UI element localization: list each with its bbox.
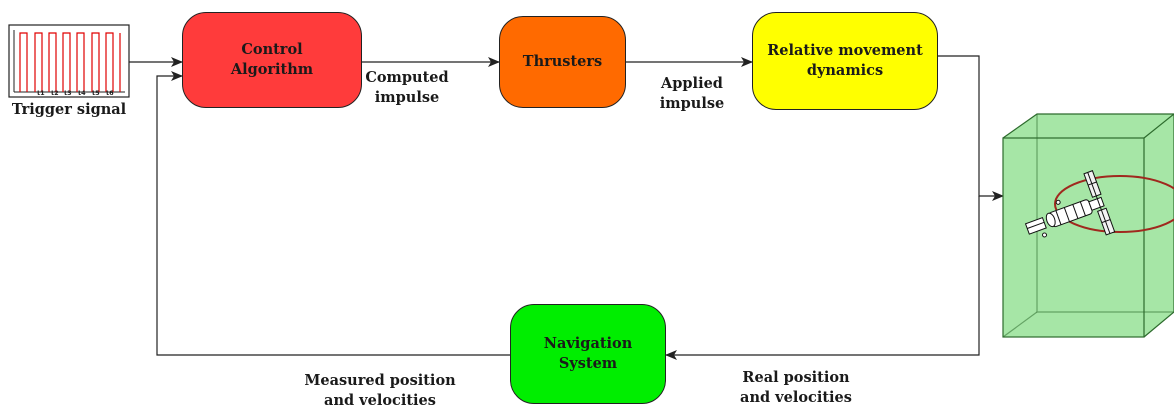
arrow-navigation-to-control	[156, 71, 510, 356]
arrow-satellite-to-navigation	[665, 196, 980, 360]
satellite-environment	[1002, 113, 1174, 338]
control-algorithm-block: Control Algorithm	[182, 12, 362, 108]
orbit-path	[1054, 175, 1174, 233]
applied-impulse-label: Applied impulse	[659, 75, 725, 112]
trigger-pulse-train	[19, 32, 121, 92]
trigger-signal-plot: t1 t2 t3 t4 t5 t6	[8, 24, 130, 98]
measured-position-label: Measured position and velocities	[304, 372, 456, 409]
thrusters-block: Thrusters	[499, 16, 626, 108]
connectors	[129, 55, 1004, 360]
satellite-icon	[1024, 170, 1116, 238]
arrow-dynamics-to-satellite	[938, 55, 1004, 201]
tick-label-t6: t6	[106, 89, 114, 97]
tick-label-t5: t5	[92, 89, 100, 97]
tick-label-t1: t1	[37, 89, 45, 97]
trigger-signal-caption: Trigger signal	[11, 101, 127, 118]
navigation-system-block: Navigation System	[510, 304, 666, 404]
tick-label-t3: t3	[64, 89, 72, 97]
tick-label-t4: t4	[78, 89, 86, 97]
tick-label-t2: t2	[51, 89, 59, 97]
computed-impulse-label: Computed impulse	[365, 69, 449, 106]
real-position-label: Real position and velocities	[740, 369, 852, 406]
relative-dynamics-block: Relative movement dynamics	[752, 12, 938, 110]
cube-fill	[1003, 114, 1174, 337]
